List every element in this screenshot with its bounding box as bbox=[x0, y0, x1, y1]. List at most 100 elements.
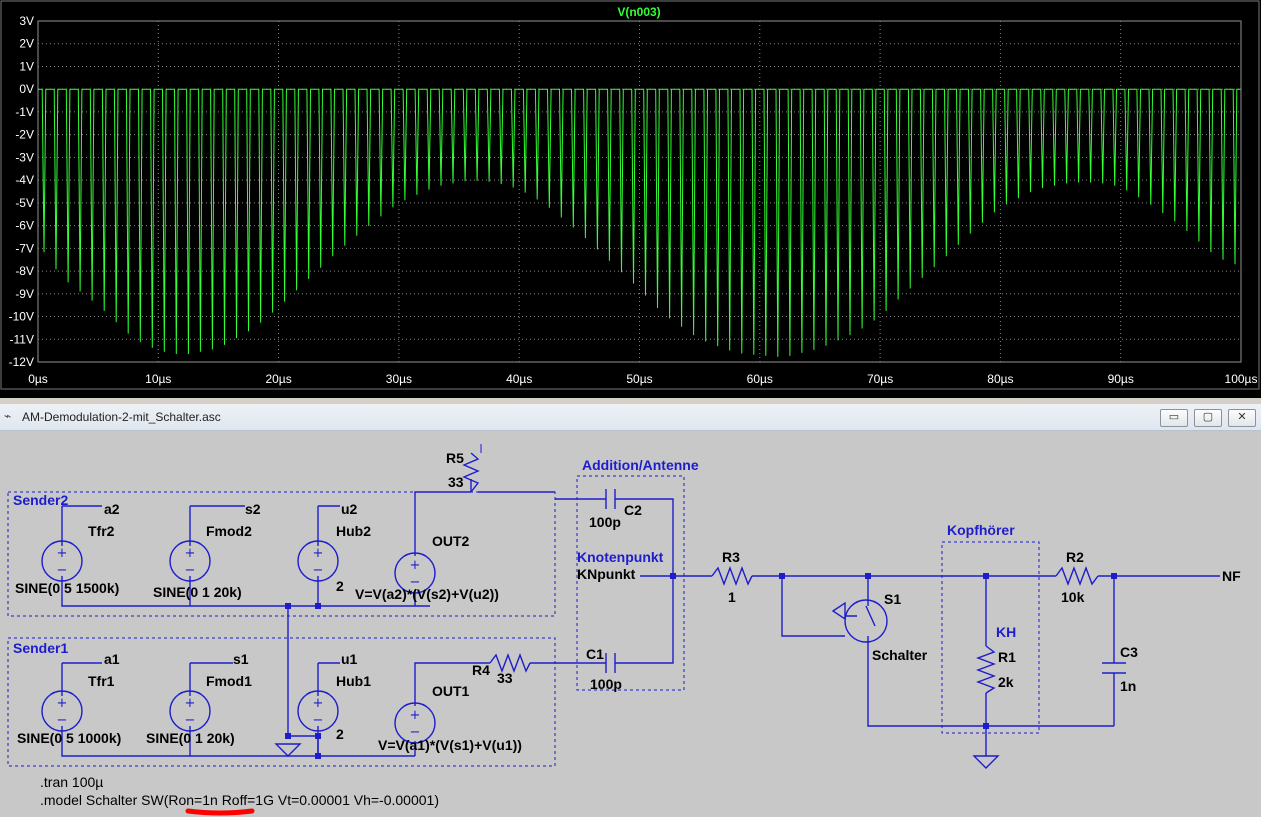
resistor-r3[interactable] bbox=[711, 566, 753, 586]
minimize-button[interactable]: ▭ bbox=[1160, 409, 1188, 427]
plot-area-frame bbox=[37, 20, 1242, 363]
resistor-r4[interactable] bbox=[489, 653, 531, 673]
net-label-u1[interactable]: u1 bbox=[341, 651, 358, 667]
spice-directive-model[interactable]: .model Schalter SW(Ron=1n Roff=1G Vt=0.0… bbox=[40, 792, 439, 808]
junction-dot bbox=[315, 733, 321, 739]
component-value-c3[interactable]: 1n bbox=[1120, 678, 1136, 694]
component-name-c3[interactable]: C3 bbox=[1120, 644, 1138, 660]
maximize-button[interactable]: ▢ bbox=[1194, 409, 1222, 427]
net-label-nf[interactable]: NF bbox=[1222, 568, 1241, 584]
source-tfr1[interactable] bbox=[41, 690, 83, 732]
source-name-hub1[interactable]: Hub1 bbox=[336, 673, 371, 689]
source-value-out1[interactable]: V=V(a1)*(V(s1)+V(u1)) bbox=[378, 737, 522, 753]
source-value-tfr2[interactable]: SINE(0 5 1500k) bbox=[15, 580, 119, 596]
source-fmod2[interactable] bbox=[169, 540, 211, 582]
svg-text:+: + bbox=[313, 696, 324, 711]
group-box-sender1 bbox=[7, 637, 556, 767]
wire-sender2-bottom bbox=[61, 576, 430, 607]
net-label-s1[interactable]: s1 bbox=[233, 651, 249, 667]
switch-s1-symbol bbox=[831, 601, 876, 627]
group-label-addition: Addition/Antenne bbox=[582, 457, 699, 473]
junction-dot bbox=[865, 573, 871, 579]
capacitor-c1[interactable] bbox=[605, 653, 616, 673]
wire-out2-r5 bbox=[414, 479, 472, 556]
schematic-canvas[interactable]: +− +− +− +− +− +− +− +− Sender2 Sender1 … bbox=[0, 431, 1261, 817]
net-label-a2[interactable]: a2 bbox=[104, 501, 120, 517]
close-button[interactable]: ✕ bbox=[1228, 409, 1256, 427]
source-hub2[interactable] bbox=[297, 540, 339, 582]
svg-text:−: − bbox=[313, 563, 324, 578]
schematic-window: ⌁ AM-Demodulation-2-mit_Schalter.asc ▭ ▢… bbox=[0, 404, 1261, 817]
trace-name-label[interactable]: V(n003) bbox=[617, 5, 660, 19]
source-value-hub1[interactable]: 2 bbox=[336, 726, 344, 742]
source-name-tfr2[interactable]: Tfr2 bbox=[88, 523, 115, 539]
source-hub1[interactable] bbox=[297, 690, 339, 732]
component-value-c1[interactable]: 100p bbox=[590, 676, 622, 692]
svg-text:+: + bbox=[313, 546, 324, 561]
y-tick-label: -9V bbox=[15, 287, 34, 301]
net-label-u2[interactable]: u2 bbox=[341, 501, 358, 517]
component-value-r4[interactable]: 33 bbox=[497, 670, 513, 686]
component-value-c2[interactable]: 100p bbox=[589, 514, 621, 530]
source-name-tfr1[interactable]: Tfr1 bbox=[88, 673, 115, 689]
component-name-c2[interactable]: C2 bbox=[624, 502, 642, 518]
component-value-r3[interactable]: 1 bbox=[728, 589, 736, 605]
y-tick-label: -5V bbox=[15, 196, 34, 210]
x-tick-label: 100µs bbox=[1225, 372, 1258, 386]
resistor-r5[interactable] bbox=[462, 452, 480, 493]
svg-text:−: − bbox=[410, 725, 421, 740]
y-axis-ticks: 3V2V1V0V-1V-2V-3V-4V-5V-6V-7V-8V-9V-10V-… bbox=[9, 14, 34, 369]
source-value-fmod1[interactable]: SINE(0 1 20k) bbox=[146, 730, 235, 746]
source-value-out2[interactable]: V=V(a2)*(V(s2)+V(u2)) bbox=[355, 586, 499, 602]
component-name-r2[interactable]: R2 bbox=[1066, 549, 1084, 565]
source-name-fmod1[interactable]: Fmod1 bbox=[206, 673, 252, 689]
source-value-tfr1[interactable]: SINE(0 5 1000k) bbox=[17, 730, 121, 746]
source-out1[interactable] bbox=[394, 702, 436, 744]
schematic-drawing[interactable]: +− +− +− +− +− +− +− +− Sender2 Sender1 … bbox=[0, 431, 1261, 817]
component-value-r5[interactable]: 33 bbox=[448, 474, 464, 490]
svg-text:−: − bbox=[57, 713, 68, 728]
switch-s1[interactable] bbox=[844, 599, 888, 643]
junction-dots bbox=[285, 573, 1117, 759]
source-value-fmod2[interactable]: SINE(0 1 20k) bbox=[153, 584, 242, 600]
component-value-r1[interactable]: 2k bbox=[998, 674, 1014, 690]
y-tick-label: -10V bbox=[9, 310, 34, 324]
group-label-kh: KH bbox=[996, 624, 1016, 640]
net-label-a1[interactable]: a1 bbox=[104, 651, 120, 667]
component-name-r5[interactable]: R5 bbox=[446, 450, 464, 466]
svg-text:−: − bbox=[185, 713, 196, 728]
wire-tfr2-a2 bbox=[61, 505, 102, 546]
source-value-hub2[interactable]: 2 bbox=[336, 578, 344, 594]
svg-text:+: + bbox=[57, 696, 68, 711]
source-name-fmod2[interactable]: Fmod2 bbox=[206, 523, 252, 539]
capacitor-c2[interactable] bbox=[605, 489, 616, 509]
source-name-hub2[interactable]: Hub2 bbox=[336, 523, 371, 539]
component-name-s1[interactable]: S1 bbox=[884, 591, 901, 607]
component-name-r1[interactable]: R1 bbox=[998, 649, 1016, 665]
component-model-s1[interactable]: Schalter bbox=[872, 647, 928, 663]
source-fmod1[interactable] bbox=[169, 690, 211, 732]
trace-v-n003[interactable] bbox=[38, 88, 1241, 357]
junction-dot bbox=[285, 603, 291, 609]
source-tfr2[interactable] bbox=[41, 540, 83, 582]
source-name-out2[interactable]: OUT2 bbox=[432, 533, 470, 549]
source-name-out1[interactable]: OUT1 bbox=[432, 683, 470, 699]
capacitor-c3[interactable] bbox=[1102, 662, 1126, 674]
component-name-r4[interactable]: R4 bbox=[472, 662, 490, 678]
source-out2[interactable] bbox=[394, 552, 436, 594]
component-name-c1[interactable]: C1 bbox=[586, 646, 604, 662]
component-value-r2[interactable]: 10k bbox=[1061, 589, 1085, 605]
component-name-r3[interactable]: R3 bbox=[722, 549, 740, 565]
spice-directive-tran[interactable]: .tran 100µ bbox=[40, 774, 103, 790]
group-label-kopfhoerer: Kopfhörer bbox=[947, 522, 1015, 538]
waveform-chart[interactable]: 3V2V1V0V-1V-2V-3V-4V-5V-6V-7V-8V-9V-10V-… bbox=[0, 0, 1261, 398]
y-tick-label: -1V bbox=[15, 105, 34, 119]
net-label-s2[interactable]: s2 bbox=[245, 501, 261, 517]
svg-text:−: − bbox=[185, 563, 196, 578]
window-title: AM-Demodulation-2-mit_Schalter.asc bbox=[22, 410, 221, 424]
net-label-knpunkt[interactable]: KNpunkt bbox=[577, 566, 636, 582]
window-titlebar[interactable]: ⌁ AM-Demodulation-2-mit_Schalter.asc ▭ ▢… bbox=[0, 404, 1261, 431]
resistor-r2[interactable] bbox=[1055, 566, 1099, 586]
resistor-r1[interactable] bbox=[976, 645, 996, 694]
